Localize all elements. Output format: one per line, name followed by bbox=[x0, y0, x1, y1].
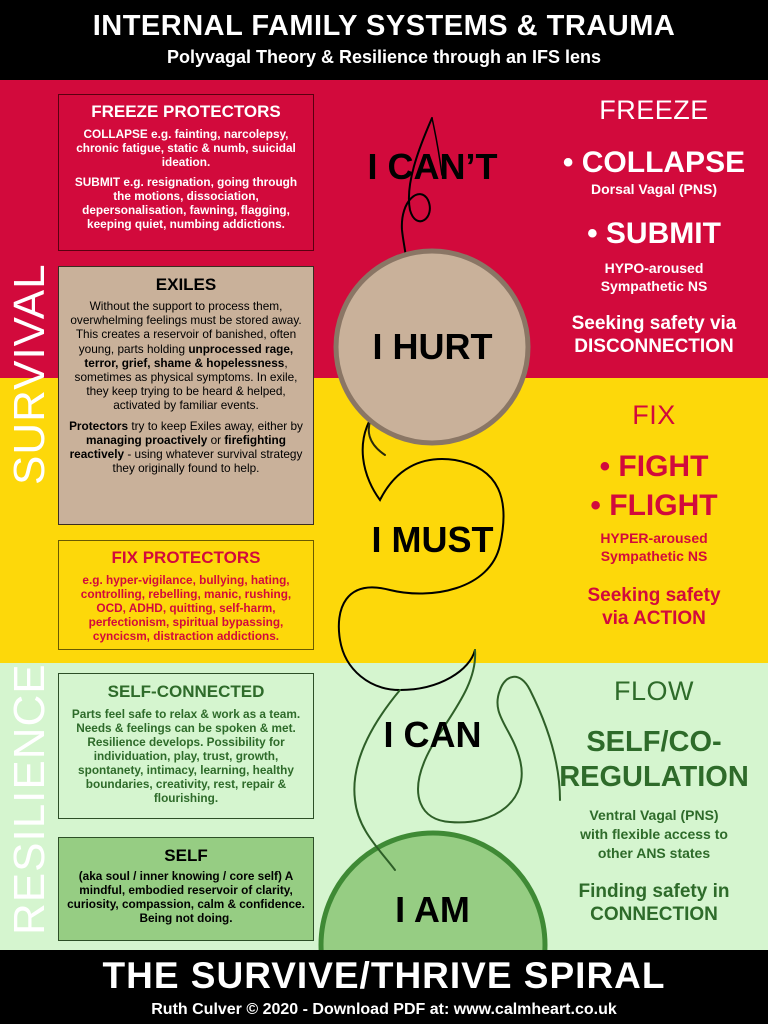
flow-safety-line-1: Finding safety in bbox=[578, 881, 730, 902]
freeze-state-text: FREEZE bbox=[599, 95, 709, 125]
fix-label: FIX bbox=[540, 400, 768, 431]
protectors-description: Protectors try to keep Exiles away, eith… bbox=[67, 419, 305, 476]
exiles-text-bold: unprocessed rage, terror, grief, shame &… bbox=[84, 341, 294, 370]
statement-i-can: I CAN bbox=[383, 714, 482, 755]
spiral-strand-top-right bbox=[431, 117, 443, 176]
freeze-protectors-box: FREEZE PROTECTORS COLLAPSE e.g. fainting… bbox=[58, 94, 314, 251]
collapse-item: • COLLAPSE bbox=[562, 146, 746, 179]
flow-subtitle-line-2: with flexible access to bbox=[580, 826, 728, 842]
footer-title: THE SURVIVE/THRIVE SPIRAL bbox=[102, 955, 666, 996]
fix-subtitle: HYPER-aroused Sympathetic NS bbox=[540, 529, 768, 565]
self-connected-box: SELF-CONNECTED Parts feel safe to relax … bbox=[58, 673, 314, 819]
fix-state-text: FIX bbox=[632, 400, 676, 430]
fix-protectors-box: FIX PROTECTORS e.g. hyper-vigilance, bul… bbox=[58, 540, 314, 650]
i-hurt-circle bbox=[333, 248, 531, 446]
freeze-safety-text: Seeking safety via DISCONNECTION bbox=[540, 312, 768, 358]
managing-bold: managing proactively bbox=[86, 432, 208, 447]
flight-item: • FLIGHT bbox=[590, 489, 718, 522]
footer: THE SURVIVE/THRIVE SPIRAL Ruth Culver © … bbox=[0, 950, 768, 1024]
self-heading: SELF bbox=[164, 846, 208, 865]
self-box: SELF (aka soul / inner knowing / core se… bbox=[58, 837, 314, 941]
fix-safety-text: Seeking safety via ACTION bbox=[540, 584, 768, 630]
exiles-text-2: , sometimes as physical symptoms. In exi… bbox=[74, 355, 298, 413]
spiral-strand-green bbox=[417, 649, 561, 824]
submit-subtitle-line-1: HYPO-aroused bbox=[604, 260, 704, 276]
protectors-text-3: - using whatever survival strategy they … bbox=[112, 447, 303, 476]
fix-safety-line-1: Seeking safety bbox=[587, 585, 721, 606]
flow-safety-line-2: CONNECTION bbox=[590, 904, 718, 925]
page-title: INTERNAL FAMILY SYSTEMS & TRAUMA bbox=[92, 10, 676, 42]
freeze-protectors-submit-text: SUBMIT e.g. resignation, going through t… bbox=[74, 175, 298, 231]
page-subtitle: Polyvagal Theory & Resilience through an… bbox=[166, 47, 602, 67]
fix-protectors-heading: FIX PROTECTORS bbox=[111, 548, 261, 567]
flow-subtitle: Ventral Vagal (PNS) with flexible access… bbox=[540, 806, 768, 863]
exiles-description: Without the support to process them, ove… bbox=[67, 299, 305, 413]
self-connected-heading: SELF-CONNECTED bbox=[107, 682, 265, 701]
protectors-bold: Protectors bbox=[69, 418, 129, 433]
freeze-protectors-collapse-text: COLLAPSE e.g. fainting, narcolepsy, chro… bbox=[76, 127, 296, 169]
protectors-text-2: or bbox=[207, 432, 225, 447]
freeze-safety-line-2: DISCONNECTION bbox=[574, 336, 734, 357]
submit-item: • SUBMIT bbox=[587, 217, 721, 250]
self-text: (aka soul / inner knowing / core self) A… bbox=[67, 869, 305, 925]
flow-label: FLOW bbox=[540, 676, 768, 707]
fix-subtitle-line-2: Sympathetic NS bbox=[600, 548, 708, 564]
submit-subtitle: HYPO-aroused Sympathetic NS bbox=[540, 259, 768, 295]
header: INTERNAL FAMILY SYSTEMS & TRAUMA Polyvag… bbox=[0, 0, 768, 80]
self-co-regulation-title: SELF/CO- REGULATION bbox=[540, 725, 768, 795]
statement-i-am: I AM bbox=[395, 889, 470, 930]
protectors-text-1: try to keep Exiles away, either by bbox=[128, 418, 303, 433]
fix-protectors-text: e.g. hyper-vigilance, bullying, hating, … bbox=[80, 573, 292, 643]
freeze-safety-line-1: Seeking safety via bbox=[571, 313, 737, 334]
exiles-heading: EXILES bbox=[155, 275, 217, 294]
fix-safety-line-2: via ACTION bbox=[602, 608, 706, 629]
exiles-box: EXILES Without the support to process th… bbox=[58, 266, 314, 525]
self-co-regulation-line-1: SELF/CO- bbox=[586, 726, 722, 758]
spiral-strand-mid bbox=[337, 404, 505, 692]
footer-credit: Ruth Culver © 2020 - Download PDF at: ww… bbox=[151, 1001, 617, 1018]
submit-subtitle-line-2: Sympathetic NS bbox=[600, 278, 708, 294]
statement-i-cant: I CAN’T bbox=[367, 146, 498, 187]
flow-state-text: FLOW bbox=[614, 676, 694, 706]
firefighting-bold: firefighting reactively bbox=[69, 432, 286, 462]
fight-item: • FIGHT bbox=[599, 450, 709, 483]
exiles-text-1: Without the support to process them, ove… bbox=[70, 299, 302, 356]
freeze-protectors-heading: FREEZE PROTECTORS bbox=[91, 102, 281, 121]
flow-subtitle-line-3: other ANS states bbox=[597, 845, 711, 861]
flow-subtitle-line-1: Ventral Vagal (PNS) bbox=[589, 807, 719, 823]
collapse-subtitle: Dorsal Vagal (PNS) bbox=[590, 181, 718, 197]
fix-subtitle-line-1: HYPER-aroused bbox=[600, 530, 708, 546]
spiral-strand-green-left bbox=[353, 689, 401, 871]
self-connected-text: Parts feel safe to relax & work as a tea… bbox=[71, 707, 301, 805]
spiral-strand-top bbox=[400, 117, 433, 291]
statement-i-must: I MUST bbox=[371, 519, 494, 560]
flow-safety-text: Finding safety in CONNECTION bbox=[540, 880, 768, 926]
freeze-label: FREEZE bbox=[540, 95, 768, 126]
self-co-regulation-line-2: REGULATION bbox=[559, 761, 749, 793]
statement-i-hurt: I HURT bbox=[372, 326, 493, 367]
